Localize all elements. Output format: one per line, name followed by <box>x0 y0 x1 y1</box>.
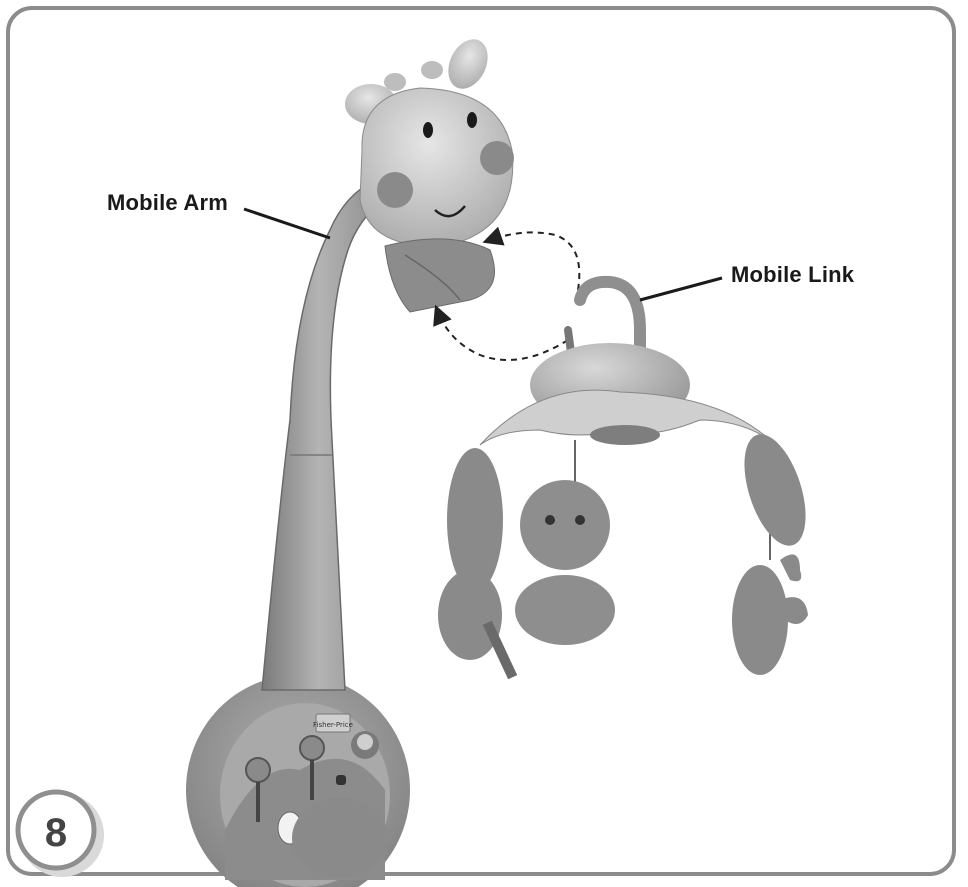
step-number: 8 <box>18 795 94 871</box>
mobile-arm-label: Mobile Arm <box>107 190 228 216</box>
mobile-base: Fisher-Price <box>186 675 410 887</box>
mobile-arm <box>262 180 388 690</box>
mobile-link-label: Mobile Link <box>731 262 854 288</box>
hanging-toys <box>438 427 818 679</box>
brand-logo: Fisher-Price <box>313 721 353 729</box>
giraffe-head <box>345 33 514 312</box>
